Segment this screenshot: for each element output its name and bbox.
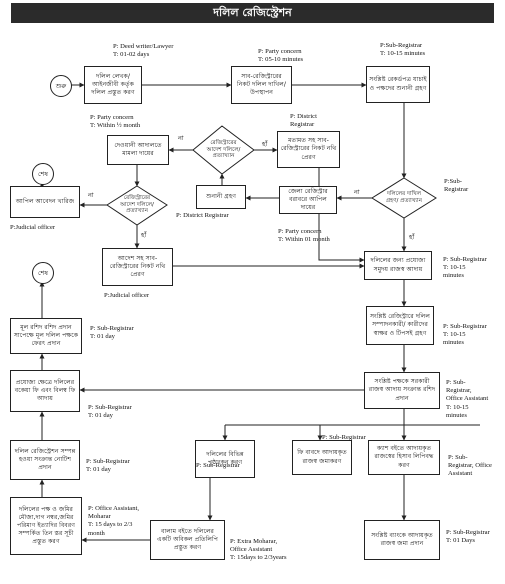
- page-title: দলিল রেজিস্ট্রেশন: [11, 3, 494, 23]
- box-fee-deposit: ফি বাবদে আদায়কৃত রাজস্ব জমাকরণ: [292, 440, 352, 475]
- box-civil-court: দেওয়ানী আদালতে মামলা দায়ের: [107, 135, 169, 165]
- box-record-check: সংশ্লিষ্ট রেকর্ডপত্র যাচাই ও পক্ষদের শুন…: [366, 66, 430, 103]
- box-revenue-payment: দলিলের জন্য প্রযোজ্য সমুদয় রাজস্ব আদায়: [364, 251, 432, 280]
- box-cash-book: ক্যাশ বইতে আদায়কৃত রাজস্বের হিসাব লিপিব…: [368, 440, 440, 475]
- box-volume-copy: বালাম বইতে দলিলের একটি অবিকল প্রতিলিপি প…: [150, 520, 225, 560]
- note-sub-registrar-decision: P:Sub-Registrar: [444, 178, 469, 194]
- box-opinion-forward: মতামত সহ সাব-রেজিস্ট্রারের নিকট নথি প্রে…: [277, 131, 340, 168]
- end-node-bottom: শেষ: [32, 262, 54, 284]
- box-order-forward: আদেশ সহ সাব-রেজিস্ট্রারের নিকট নথি প্রের…: [102, 248, 173, 286]
- box-hearing: শুনানী গ্রহণ: [196, 185, 246, 209]
- box-receipt-issue: সংশ্লিষ্ট পক্ষকে সরকারী রাজস্ব আদায় সংক…: [364, 372, 440, 409]
- box-summary-entry: দলিলের পক্ষ ও জমির মৌজা,দাগ নম্বর,জমির প…: [10, 497, 82, 555]
- box-district-appeal: জেলা রেজিস্ট্রার বরাবরে আপিল দায়ের: [279, 186, 337, 214]
- decision-diamond-registrar-order-2: [192, 125, 255, 175]
- box-completion-notice: দলিল রেজিস্ট্রেশন সম্পন্ন হওয়া সংক্রান্…: [10, 440, 80, 480]
- box-deed-writer: দলিল লেখক/ আইনজীবী কর্তৃক দলিল প্রস্তুত …: [84, 66, 142, 104]
- box-late-fee: প্রযোজ্য ক্ষেত্রে দলিলের বকেয়া ফি এবং ব…: [10, 370, 80, 412]
- box-bank-deposit: সংশ্লিষ্ট ব্যাংকে আদায়কৃত রাজস্ব জমা প্…: [364, 520, 440, 560]
- note-sub-registrar-sections: P: Sub-Registrar: [196, 462, 240, 469]
- decision-accept-reject: দলিলের দাখিল গ্রহণ/ প্রত্যাখ্যান: [385, 191, 423, 204]
- decision-registrar-order-2: রেজিস্ট্রারের আদেশ দলিলে/প্রত্যাখ্যান: [206, 139, 241, 160]
- decision-registrar-order-1: রেজিস্ট্রারের আদেশ দলিলে/প্রত্যাখ্যান: [120, 194, 154, 215]
- label-no-2: না: [88, 191, 94, 199]
- box-appeal-dismissed: আপিল আবেদন খারিজ: [10, 186, 80, 218]
- start-node: শুরু: [50, 75, 72, 97]
- box-signature-stamp: সংশ্লিষ্ট রেজিস্ট্রারে দলিল সম্পাদনকারী/…: [366, 306, 434, 345]
- label-yes-3: হাঁ: [409, 233, 415, 241]
- decision-diamond-accept-reject: [371, 177, 437, 219]
- arrow-opinion-to-revenue: [318, 168, 365, 263]
- label-no-1: না: [178, 134, 184, 142]
- note-sub-registrar-mid: P: Sub-Registrar: [322, 434, 366, 441]
- box-original-return: মূল রশিদ রশিদ প্রদান সাপেক্ষে মূল দলিল প…: [10, 318, 82, 354]
- label-yes-1: হাঁ: [262, 140, 268, 148]
- box-sub-registrar-submit: সাব-রেজিস্ট্রারের নিকট দলিল দাখিল/ উপস্থ…: [231, 66, 292, 104]
- decision-diamond-registrar-order-1: [106, 185, 168, 226]
- end-node-top: শেষ: [32, 163, 54, 185]
- box-sections-approve: দলিলের বিভিন্ন পৃষ্ঠাংকন করণ: [195, 440, 255, 478]
- label-no-3: না: [354, 188, 360, 196]
- note-district-registrar-hearing: P: District Registrar: [176, 212, 229, 219]
- note-judicial-officer-order: P:Judicial officer: [104, 292, 150, 299]
- note-judicial-officer-left: P:Judicial officer: [10, 224, 56, 231]
- label-yes-2: হাঁ: [141, 231, 147, 239]
